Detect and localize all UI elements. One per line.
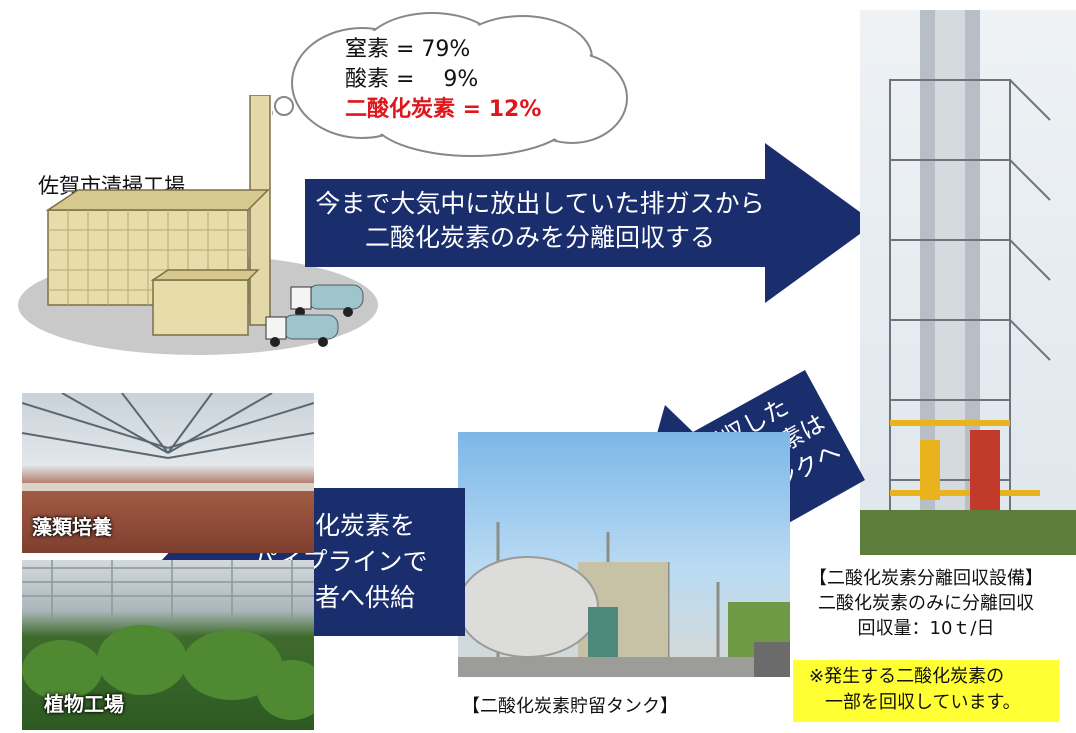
facility-title: 【二酸化炭素分離回収設備】 (809, 568, 1043, 589)
algae-label: 藻類培養 (32, 515, 112, 539)
arrow-top-line1: 今まで大気中に放出していた排ガスから (315, 189, 765, 218)
algae-culture-photo: 藻類培養 (22, 393, 314, 553)
plant-factory-photo: 植物工場 (22, 560, 314, 730)
storage-tank-photo (458, 432, 790, 677)
incineration-plant-illustration (18, 95, 378, 355)
arrow-top-line2: 二酸化炭素のみを分離回収する (364, 223, 715, 252)
facility-capacity: 回収量：10ｔ/日 (857, 618, 995, 639)
facility-description: 二酸化炭素のみに分離回収 (818, 593, 1034, 614)
facility-caption: 【二酸化炭素分離回収設備】 二酸化炭素のみに分離回収 回収量：10ｔ/日 (790, 566, 1062, 641)
note-line1: ※発生する二酸化炭素の (809, 666, 1005, 687)
co2-ratio: 二酸化炭素 = 12% (345, 97, 542, 122)
plant-factory-label: 植物工場 (44, 692, 124, 716)
exhaust-cloud (272, 12, 628, 157)
note-box: ※発生する二酸化炭素の 一部を回収しています。 (793, 660, 1059, 722)
oxygen-ratio: 酸素 = 9% (345, 67, 479, 92)
gas-composition: 窒素 = 79% 酸素 = 9% 二酸化炭素 = 12% (345, 35, 541, 125)
tank-caption: 【二酸化炭素貯留タンク】 (462, 696, 678, 717)
nitrogen-ratio: 窒素 = 79% (345, 37, 471, 62)
recovery-tower-photo (860, 10, 1076, 555)
note-line2: 一部を回収しています。 (825, 692, 1021, 713)
arrow-to-recovery-facility: 今まで大気中に放出していた排ガスから 二酸化炭素のみを分離回収する (305, 143, 875, 303)
